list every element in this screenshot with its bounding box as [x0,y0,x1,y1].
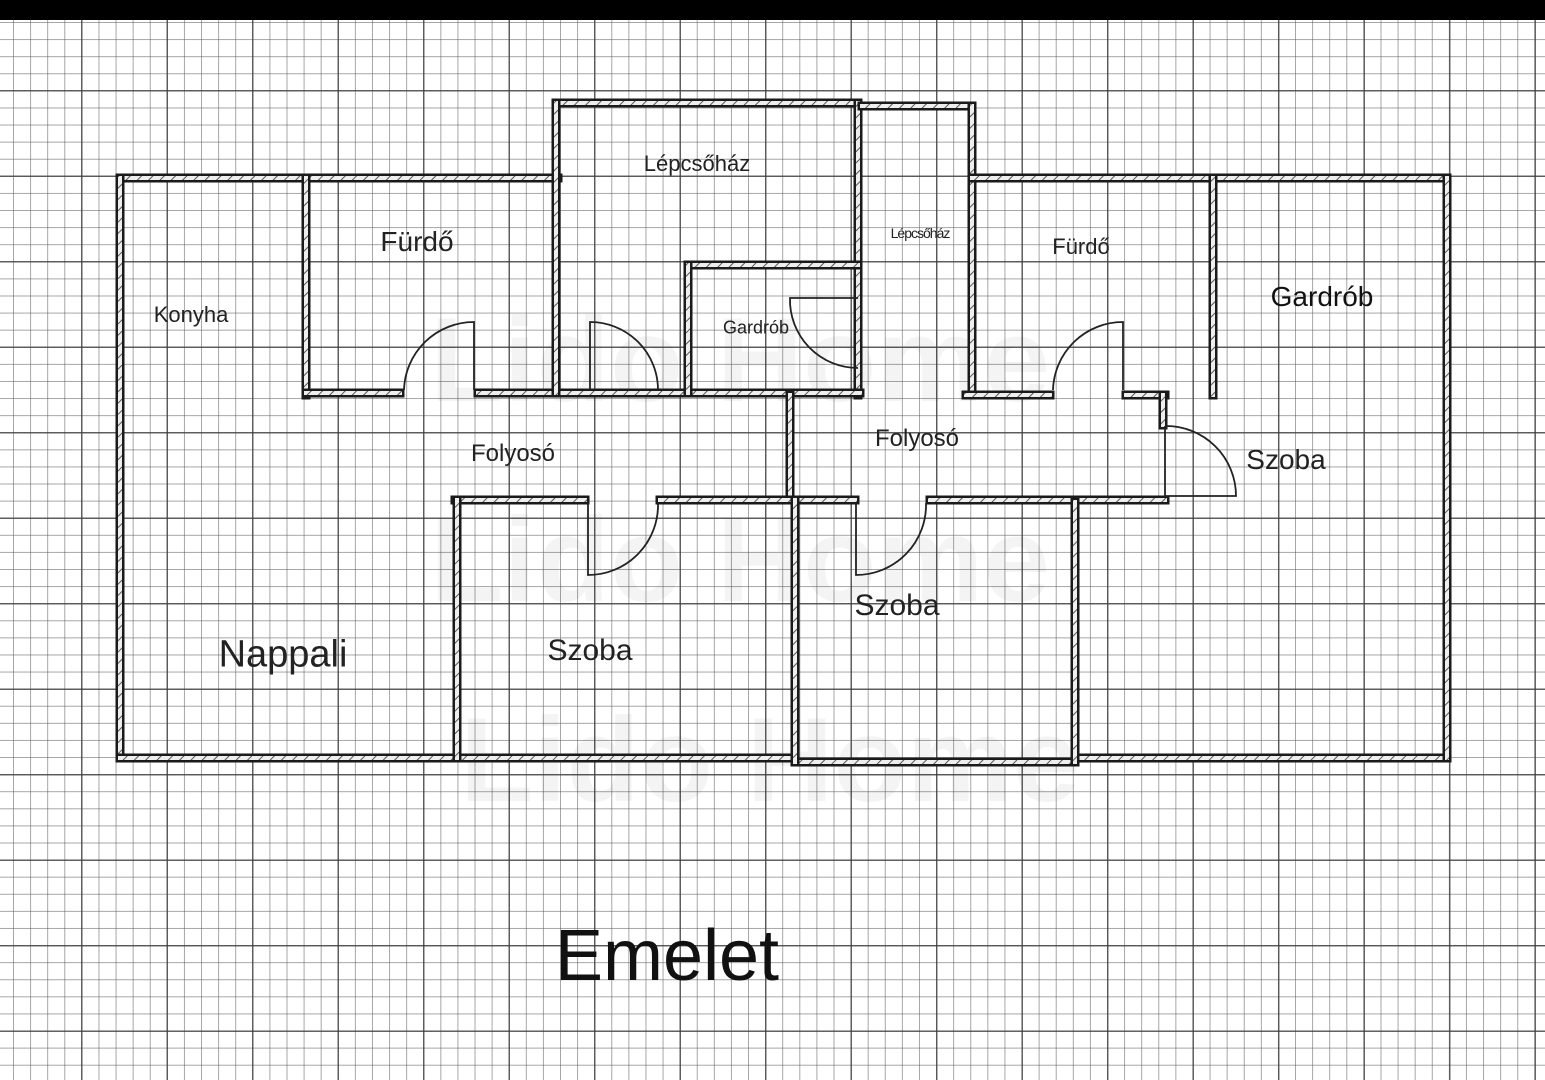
room-label-folyoso-right: Folyosó [874,425,960,452]
room-label-nappali: Nappali [218,633,348,676]
room-label-szoba-center: Szoba [854,589,940,622]
door-swing-icon [587,502,659,576]
room-label-folyoso-left: Folyosó [470,440,556,467]
room-label-furdo-right: Fürdő [1052,234,1110,259]
walls [115,98,1452,767]
doors [403,297,1237,576]
top-black-bar [0,0,1545,20]
room-label-gardrob: Gardrób [1270,281,1374,312]
door-swing-icon [1164,425,1237,497]
room-label-szoba-middle: Szoba [547,634,633,667]
graph-paper-grid [0,20,1545,1080]
door-swing-icon [403,321,475,391]
room-label-konyha: Konyha [153,302,229,327]
door-swing-icon [1052,321,1124,391]
room-label-lepcsohaz: Lépcsőház [643,151,751,176]
door-swing-icon [789,297,859,369]
room-label-furdo: Fürdő [380,226,454,257]
room-label-szoba-right: Szoba [1246,444,1326,475]
door-swing-icon [589,321,659,391]
watermark: Lido Home [430,491,1050,629]
room-label-lepcsohaz-small: Lépcsőház [890,225,951,241]
floor-title: Emelet [554,916,780,996]
room-label-gardrob-small: Gardrób [722,317,790,338]
watermark: Lido Home [430,291,1050,429]
door-swing-icon [855,502,927,576]
